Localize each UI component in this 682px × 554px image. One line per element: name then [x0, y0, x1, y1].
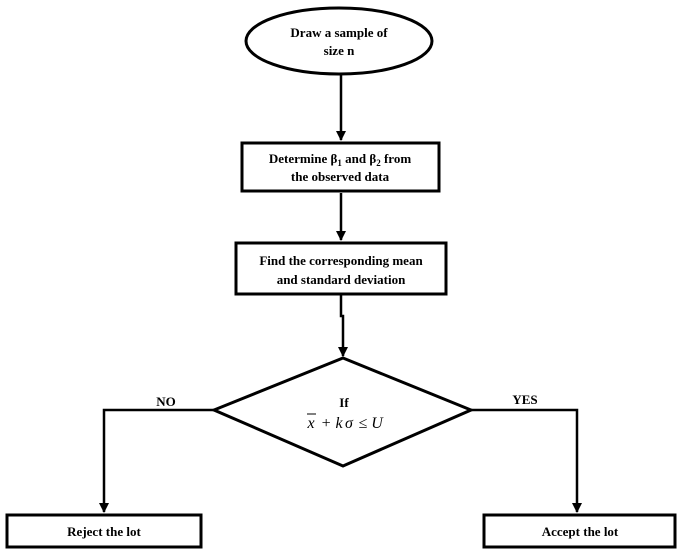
condition-k: k	[335, 415, 343, 432]
start-node: Draw a sample of size n	[244, 6, 434, 76]
arrow-yes-to-accept	[471, 408, 582, 513]
start-node-line2: size n	[324, 43, 355, 58]
beta-2-subscript: 2	[376, 158, 381, 168]
determine-prefix: Determine β	[269, 151, 338, 166]
find-node-line1: Find the corresponding mean	[259, 253, 423, 268]
arrow-no-to-reject	[99, 408, 214, 513]
determine-node-line1: Determine β1 and β2 from	[269, 151, 412, 168]
accept-node: Accept the lot	[482, 513, 677, 549]
find-node: Find the corresponding mean and standard…	[234, 241, 448, 296]
decision-node: If x + k σ ≤ U	[210, 356, 475, 468]
determine-middle: and β	[342, 151, 376, 166]
find-node-line2: and standard deviation	[277, 272, 406, 287]
condition-x-bar: x	[306, 415, 314, 432]
reject-node: Reject the lot	[5, 513, 203, 549]
condition-plus: +	[321, 415, 332, 432]
no-branch-label: NO	[156, 394, 176, 409]
determine-suffix: from	[381, 151, 412, 166]
beta-1-subscript: 1	[337, 158, 342, 168]
start-node-line1: Draw a sample of	[290, 25, 388, 40]
determine-node: Determine β1 and β2 from the observed da…	[240, 141, 441, 193]
yes-branch-label: YES	[512, 392, 537, 407]
condition-sigma: σ	[345, 415, 354, 432]
arrow-find-to-decision	[338, 295, 348, 357]
decision-if-label: If	[339, 395, 349, 410]
condition-u: U	[371, 415, 384, 432]
accept-node-label: Accept the lot	[542, 524, 619, 539]
decision-condition: x + k σ ≤ U	[306, 413, 384, 432]
determine-node-line2: the observed data	[291, 169, 390, 184]
reject-node-label: Reject the lot	[67, 524, 141, 539]
condition-leq: ≤	[359, 415, 368, 432]
